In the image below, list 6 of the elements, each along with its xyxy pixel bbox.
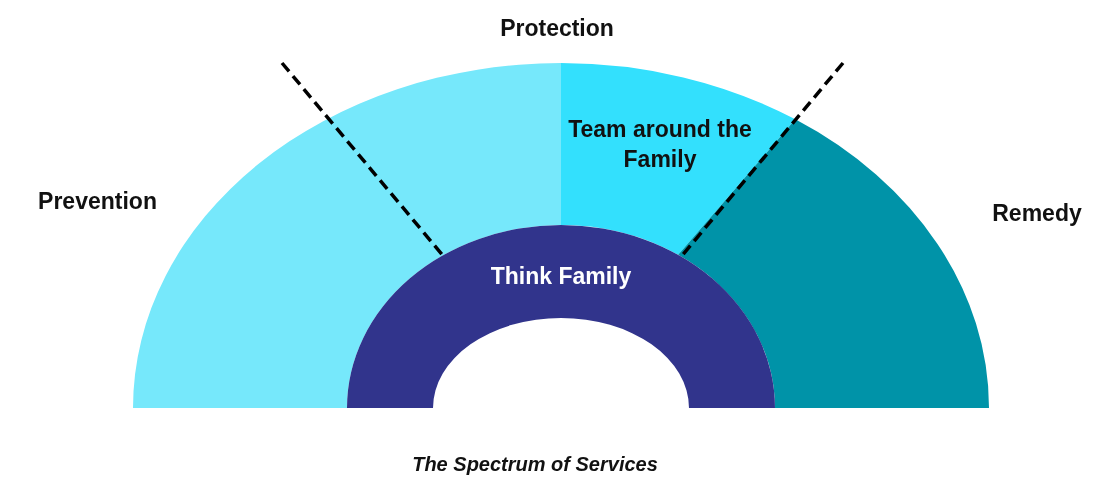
band-label: Team around the Family bbox=[567, 115, 753, 174]
caption: The Spectrum of Services bbox=[411, 452, 659, 476]
band-label: Think Family bbox=[489, 263, 633, 291]
band-label: Remedy bbox=[991, 200, 1083, 228]
band-label: Prevention bbox=[37, 188, 158, 216]
section-label: Protection bbox=[499, 15, 615, 43]
